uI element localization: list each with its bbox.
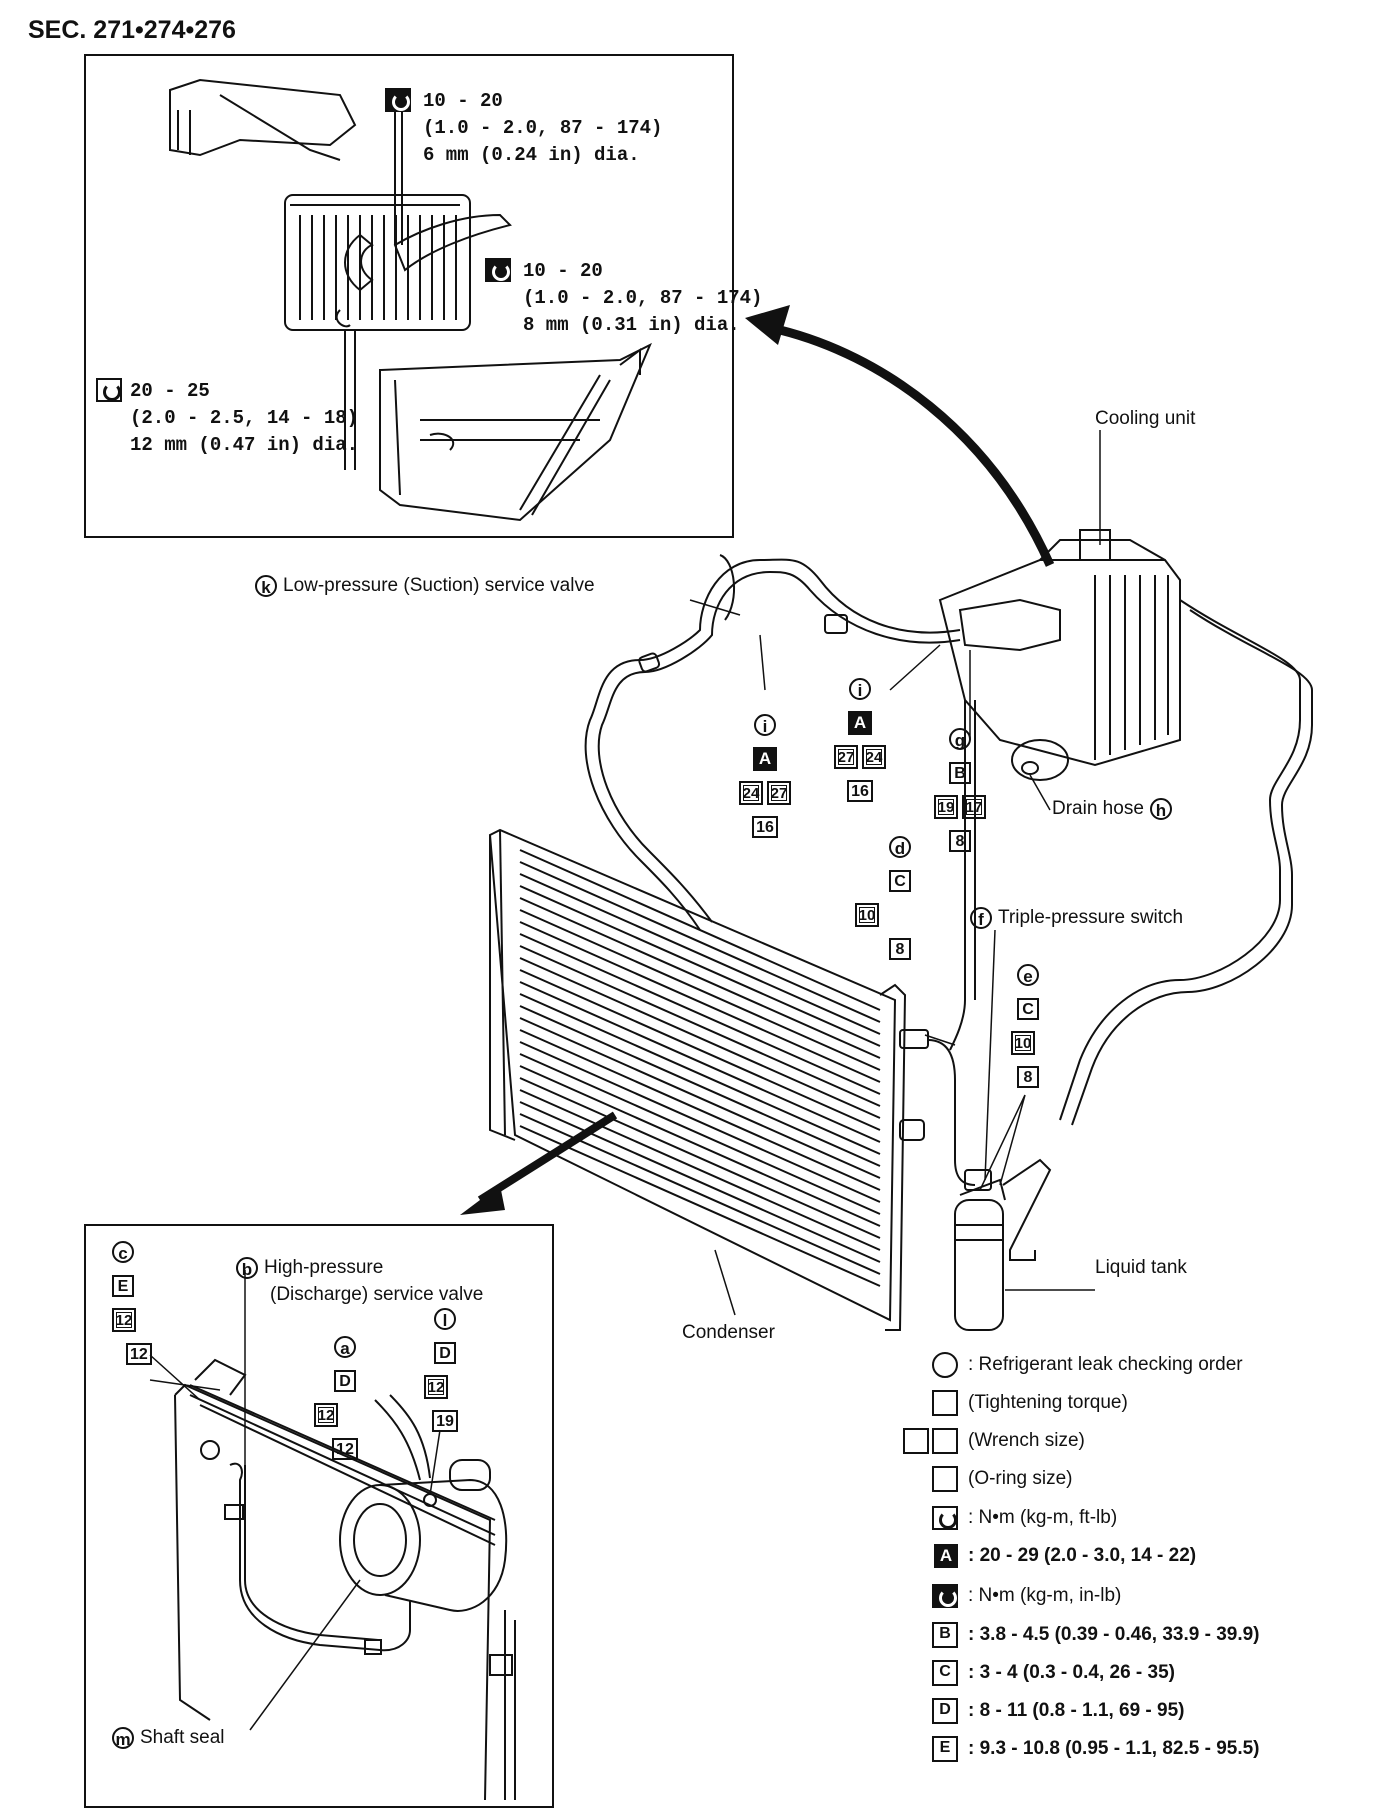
legend-circle-symbol	[932, 1352, 958, 1378]
bottom-inset-panel	[84, 1224, 554, 1808]
cooling-unit-label: Cooling unit	[1095, 408, 1196, 429]
drain-hose-label: Drain hose h	[1052, 798, 1172, 820]
low-pressure-valve-label: k Low-pressure (Suction) service valve	[255, 575, 595, 597]
legend-row: B : 3.8 - 4.5 (0.39 - 0.46, 33.9 - 39.9)	[900, 1622, 1260, 1648]
legend-box-symbol	[932, 1466, 958, 1492]
wrench-solid-icon	[932, 1584, 958, 1608]
liquid-tank-art	[954, 1158, 1052, 1331]
stack-a: a D 12 12	[314, 1330, 370, 1466]
legend-row: C : 3 - 4 (0.3 - 0.4, 26 - 35)	[900, 1660, 1175, 1686]
refrigerant-lines-art	[584, 554, 1313, 1126]
condenser-label: Condenser	[682, 1322, 775, 1343]
legend-row: : N•m (kg-m, ft-lb)	[900, 1506, 1117, 1530]
legend-row: E : 9.3 - 10.8 (0.95 - 1.1, 82.5 - 95.5)	[900, 1736, 1260, 1762]
stack-c: c E 12 12	[112, 1235, 152, 1371]
legend-row: : N•m (kg-m, in-lb)	[900, 1584, 1121, 1608]
high-pressure-valve-label: b High-pressure (Discharge) service valv…	[236, 1254, 483, 1308]
callout-8mm: 10 - 20 (1.0 - 2.0, 87 - 174) 8 mm (0.31…	[485, 258, 762, 339]
legend-row: A : 20 - 29 (2.0 - 3.0, 14 - 22)	[900, 1544, 1196, 1568]
liquid-tank-label: Liquid tank	[1095, 1257, 1187, 1278]
callout-12mm: 20 - 25 (2.0 - 2.5, 14 - 18) 12 mm (0.47…	[96, 378, 358, 459]
stack-d: d C 10 8	[855, 830, 930, 966]
shaft-seal-label: m Shaft seal	[112, 1727, 225, 1749]
legend-row: (Wrench size)	[900, 1428, 1085, 1454]
bottom-inset-compressor-art	[174, 1358, 516, 1801]
legend-row: : Refrigerant leak checking order	[900, 1352, 1243, 1378]
wrench-outline-icon	[932, 1506, 958, 1530]
stack-l: l D 12 19	[420, 1302, 470, 1438]
wrench-outline-icon	[96, 378, 122, 402]
legend-row: D : 8 - 11 (0.8 - 1.1, 69 - 95)	[900, 1698, 1185, 1724]
callout-6mm: 10 - 20 (1.0 - 2.0, 87 - 174) 6 mm (0.24…	[385, 88, 662, 169]
legend-box-symbol	[932, 1428, 958, 1454]
top-inset-evaporator-art	[169, 78, 652, 522]
triple-pressure-switch-label: f Triple-pressure switch	[970, 907, 1183, 929]
legend-row: (O-ring size)	[900, 1466, 1073, 1492]
wrench-solid-icon	[385, 88, 411, 112]
legend-row: (Tightening torque)	[900, 1390, 1128, 1416]
wrench-solid-icon	[485, 258, 511, 282]
legend-box-symbol	[903, 1428, 929, 1454]
stack-e: e C 10 8	[998, 958, 1058, 1094]
legend-box-symbol	[932, 1390, 958, 1416]
condenser-art	[488, 828, 976, 1331]
cooling-unit-art	[938, 529, 1181, 781]
leader-lines	[149, 430, 1101, 1731]
section-title: SEC. 271•274•276	[28, 16, 236, 44]
